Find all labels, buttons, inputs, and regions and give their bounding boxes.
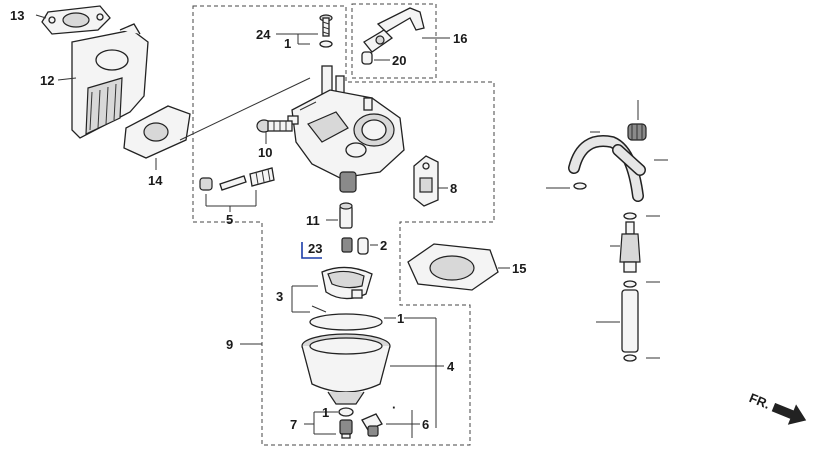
arrow-right-icon xyxy=(771,402,807,425)
front-direction-marker: FR. xyxy=(747,390,807,425)
front-direction-label: FR. xyxy=(747,390,772,412)
callout-2: 2 xyxy=(380,238,387,253)
callout-11: 11 xyxy=(306,213,320,228)
part-24-screw xyxy=(319,14,333,37)
part-7-drain-bolt xyxy=(339,419,353,439)
callout-15: 15 xyxy=(512,261,526,276)
part-12-insulator xyxy=(71,23,149,139)
fuel-tube-lower xyxy=(621,280,639,362)
part-6-drain-screw xyxy=(361,413,383,437)
callout-6: 6 xyxy=(422,417,429,432)
fuel-line-hose xyxy=(568,135,644,202)
part-1-oring-top xyxy=(319,40,333,48)
part-16-choke-arm xyxy=(361,7,425,65)
callout-4: 4 xyxy=(447,359,455,374)
carburetor-body xyxy=(287,65,405,193)
part-3-float xyxy=(311,266,373,313)
callout-5: 5 xyxy=(226,212,233,227)
callout-7: 7 xyxy=(290,417,297,432)
small-mark: · xyxy=(392,400,396,415)
callout-24: 24 xyxy=(256,27,271,42)
callout-12: 12 xyxy=(40,73,54,88)
hose-clip-small xyxy=(573,182,587,190)
callout-3: 3 xyxy=(276,289,283,304)
fuel-filter xyxy=(619,212,641,273)
part-15-gasket xyxy=(407,243,499,291)
part-11-main-jet xyxy=(339,202,353,229)
part-5-pilot-screw-set xyxy=(199,167,275,191)
part-13-gasket xyxy=(41,5,111,35)
part-16-boundary xyxy=(351,3,437,79)
callout-8: 8 xyxy=(450,181,457,196)
assembly-boundary xyxy=(192,5,495,446)
hose-clip-spring xyxy=(627,123,647,141)
callout-14: 14 xyxy=(148,173,163,188)
part-14-gasket xyxy=(123,105,191,159)
part-1-bowl-oring xyxy=(309,313,383,331)
part-1-washer xyxy=(338,407,354,417)
callout-9: 9 xyxy=(226,337,233,352)
blue-callout-bracket xyxy=(301,242,322,259)
callout-20: 20 xyxy=(392,53,406,68)
part-8-float-valve xyxy=(413,155,439,207)
callout-16: 16 xyxy=(453,31,467,46)
part-4-float-bowl xyxy=(301,333,391,405)
part-2-float-needle xyxy=(357,237,369,255)
callout-1-washer: 1 xyxy=(322,405,329,420)
part-10-screw xyxy=(256,119,293,133)
callout-13: 13 xyxy=(10,8,24,23)
callout-1-top: 1 xyxy=(284,36,291,51)
part-23-jet xyxy=(341,237,353,253)
callout-23: 23 xyxy=(308,241,322,256)
callout-10: 10 xyxy=(258,145,272,160)
fuel-hose-short xyxy=(612,144,646,176)
callout-1-bowl: 1 xyxy=(397,311,404,326)
